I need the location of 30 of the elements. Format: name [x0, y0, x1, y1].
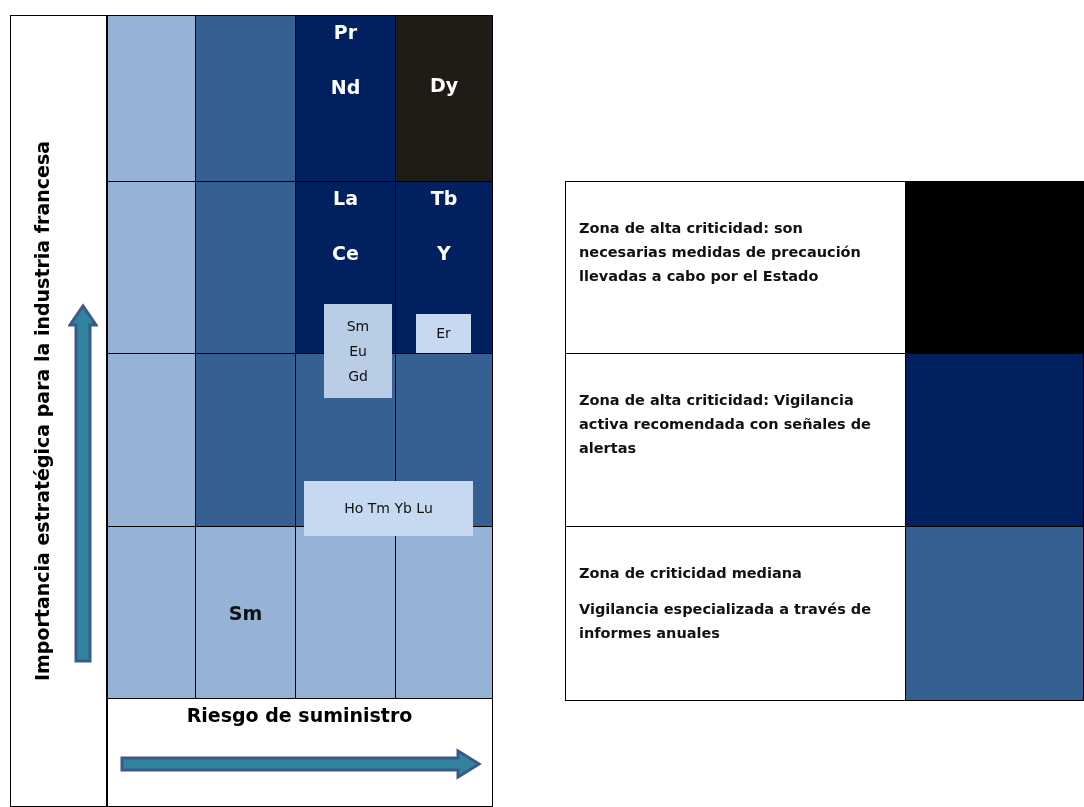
element-tag: Er [416, 314, 471, 353]
legend-text: Vigilancia especializada a través de informes anuales [579, 600, 873, 643]
legend-text: Zona de alta criticidad: Vigilancia activa recomendada con señales de alertas [579, 391, 872, 458]
element-symbol: Dy [428, 73, 460, 97]
matrix-cell [107, 353, 196, 527]
matrix-cell [395, 181, 493, 354]
matrix-cell [395, 526, 493, 699]
element-symbol: La [332, 186, 359, 210]
matrix-cell [195, 181, 296, 354]
matrix-cell [295, 15, 396, 182]
element-symbol: Pr [332, 20, 359, 44]
axis-title: Importancia estratégica para la industria francesa [31, 140, 53, 682]
matrix-cell [295, 526, 396, 699]
legend-text: Zona de criticidad mediana [579, 564, 803, 583]
element-symbol: Y [436, 241, 452, 265]
element-symbol: Ce [331, 241, 360, 265]
element-tag: Ho Tm Yb Lu [304, 481, 473, 536]
matrix-cell [195, 15, 296, 182]
legend-text: Zona de alta criticidad: son necesarias medidas de precaución llevadas a cabo por el Estado [579, 219, 862, 286]
matrix-cell [107, 181, 196, 354]
matrix-cell [107, 526, 196, 699]
matrix-cell [107, 15, 196, 182]
element-tag: Sm Eu Gd [324, 304, 392, 398]
matrix-cell [395, 15, 493, 182]
matrix-cell [195, 526, 296, 699]
element-symbol: Sm [227, 601, 264, 625]
element-symbol: Tb [429, 186, 459, 210]
matrix-cell [195, 353, 296, 527]
element-symbol: Nd [329, 75, 362, 99]
axis-title: Riesgo de suministro [185, 704, 414, 726]
